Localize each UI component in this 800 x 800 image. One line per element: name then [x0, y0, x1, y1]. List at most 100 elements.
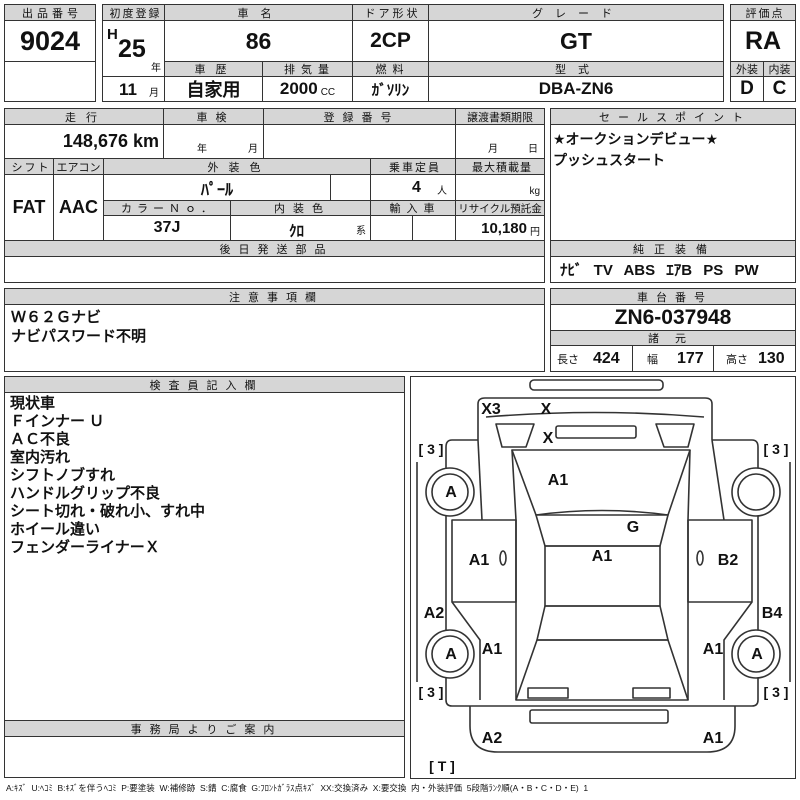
- inspection-year-unit: 年: [197, 144, 207, 155]
- mileage-header: 走行: [4, 108, 164, 125]
- interior-color-suffix: 系: [356, 226, 366, 237]
- displacement-unit: CC: [320, 86, 336, 98]
- damage-diagram: X3 X X [ 3 ] [ 3 ] A A1 G A1 A1 B2 A2 B4…: [410, 376, 796, 779]
- chassis-number: ZN6-037948: [550, 304, 796, 331]
- first-registration-month-cell: 11 月: [102, 76, 165, 102]
- spec-height-label: 高さ: [726, 354, 748, 366]
- legend: A:ｷｽﾞ U:ﾍｺﾐ B:ｷｽﾞを伴うﾍｺﾐ P:要塗装 W:補修跡 S:錆 …: [6, 783, 589, 793]
- model-code-header: 型式: [428, 61, 724, 77]
- registration-number-header: 登録番号: [263, 108, 456, 125]
- interior-color: ｸﾛ: [289, 223, 305, 240]
- mark-rear-bumper-left: A2: [481, 730, 503, 747]
- office-notice-box: [4, 736, 405, 778]
- exterior-grade-header: 外装: [730, 61, 764, 77]
- year-unit: 年: [151, 63, 161, 74]
- color-number: 37J: [103, 215, 231, 241]
- mileage-unit: km: [132, 131, 159, 151]
- recycle-deposit: 10,180: [481, 219, 527, 237]
- transfer-deadline-cell: 月 日: [455, 124, 545, 159]
- inspector-note: フェンダーライナーＸ: [10, 539, 160, 556]
- inspector-note: 室内汚れ: [10, 449, 71, 466]
- inspector-notes-box: 現状車 Ｆインナー Ｕ ＡＣ不良 室内汚れ シフトノブすれ ハンドルグリップ不良…: [4, 392, 405, 721]
- era-letter: H: [107, 26, 118, 43]
- mark-roof: A1: [591, 548, 613, 565]
- inspector-header: 検査員記入欄: [4, 376, 405, 393]
- inspector-note: ハンドルグリップ不良: [10, 485, 161, 502]
- exterior-color-extra-cell: [330, 174, 371, 201]
- recycle-deposit-cell: 10,180 円: [455, 215, 545, 241]
- mark-front-right-bracket: [ 3 ]: [763, 441, 789, 457]
- mark-left-door: A1: [468, 552, 490, 569]
- exterior-color-header: 外装色: [103, 158, 371, 175]
- interior-grade: C: [763, 76, 796, 102]
- displacement: 2000: [279, 79, 318, 98]
- exterior-grade: D: [730, 76, 764, 102]
- grade: GT: [428, 20, 724, 62]
- color-number-header: カラーＮｏ．: [103, 200, 231, 216]
- inspector-note: 現状車: [10, 395, 56, 412]
- aircon-header: エアコン: [53, 158, 104, 175]
- spec-width-label: 幅: [647, 354, 658, 366]
- transfer-month-unit: 月: [488, 144, 498, 155]
- max-load-cell: kg: [455, 174, 545, 201]
- sales-point-item: ★オークションデビュー★: [553, 131, 719, 147]
- fuel-header: 燃料: [352, 61, 429, 77]
- interior-color-header: 内装色: [230, 200, 371, 216]
- mark-right-door: B2: [717, 552, 739, 569]
- inspector-note: Ｆインナー Ｕ: [10, 413, 105, 430]
- mileage-cell: 148,676 km: [4, 124, 164, 159]
- mark-rear-left-fender: A1: [481, 641, 503, 658]
- mark-rear-left-bracket: [ 3 ]: [418, 684, 444, 700]
- recycle-deposit-header: リサイクル預託金: [455, 200, 545, 216]
- mark-front-left-bracket: [ 3 ]: [418, 441, 444, 457]
- registration-number-cell: [263, 124, 456, 159]
- sales-point-item: プッシュスタート: [553, 152, 665, 168]
- first-registration-year-cell: H 25 年: [102, 20, 165, 77]
- transfer-day-unit: 日: [528, 144, 538, 155]
- car-name: 86: [164, 20, 353, 62]
- chassis-header: 車台番号: [550, 288, 796, 305]
- door-type-header: ドア形状: [352, 4, 429, 21]
- mark-rear-right-wheel: A: [751, 646, 763, 663]
- mark-left-quarter: A2: [423, 605, 445, 622]
- mark-rear-right-bracket: [ 3 ]: [763, 684, 789, 700]
- lot-number: 9024: [4, 20, 96, 62]
- mark-front-bumper: X3: [481, 401, 501, 418]
- registration-year: 25: [118, 35, 146, 63]
- equipment: ﾅﾋﾞ TV ABS ｴｱB PS PW: [550, 256, 796, 283]
- mark-grille: X: [542, 430, 554, 447]
- cautions-header: 注意事項欄: [4, 288, 545, 305]
- capacity-header: 乗車定員: [370, 158, 456, 175]
- inspector-note: ＡＣ不良: [10, 431, 71, 448]
- spec-length-cell: 長さ 424: [550, 345, 633, 372]
- aircon: AAC: [53, 174, 104, 241]
- imported-header: 輸入車: [370, 200, 456, 216]
- cautions-box: Ｗ６２Ｇナビ ナビパスワード不明: [4, 304, 545, 372]
- displacement-cell: 2000 CC: [262, 76, 353, 102]
- spec-width-cell: 幅 177: [632, 345, 714, 372]
- fuel: ｶﾞｿﾘﾝ: [352, 76, 429, 102]
- mark-trunk-bracket: [ T ]: [429, 758, 455, 774]
- spec-width: 177: [677, 350, 704, 367]
- car-outline: [416, 379, 791, 753]
- parts-to-follow-cell: [4, 256, 545, 283]
- spec-length: 424: [593, 350, 620, 367]
- inspector-note: シフトノブすれ: [10, 467, 116, 484]
- imported-cell-right: [412, 215, 456, 241]
- month-unit: 月: [149, 88, 159, 99]
- spec-height-cell: 高さ 130: [713, 345, 796, 372]
- capacity: 4: [412, 179, 421, 196]
- specs-header: 諸元: [550, 330, 796, 346]
- caution-item: Ｗ６２Ｇナビ: [11, 309, 102, 326]
- score: RA: [730, 20, 796, 62]
- interior-color-cell: ｸﾛ 系: [230, 215, 371, 241]
- history: 自家用: [164, 76, 263, 102]
- max-load-header: 最大積載量: [455, 158, 545, 175]
- door-type: 2CP: [352, 20, 429, 62]
- lot-number-header: 出品番号: [4, 4, 96, 21]
- equipment-header: 純正装備: [550, 240, 796, 257]
- capacity-unit: 人: [437, 186, 447, 197]
- mark-rear-bumper-right: A1: [702, 730, 724, 747]
- model-code: DBA-ZN6: [428, 76, 724, 102]
- score-header: 評価点: [730, 4, 796, 21]
